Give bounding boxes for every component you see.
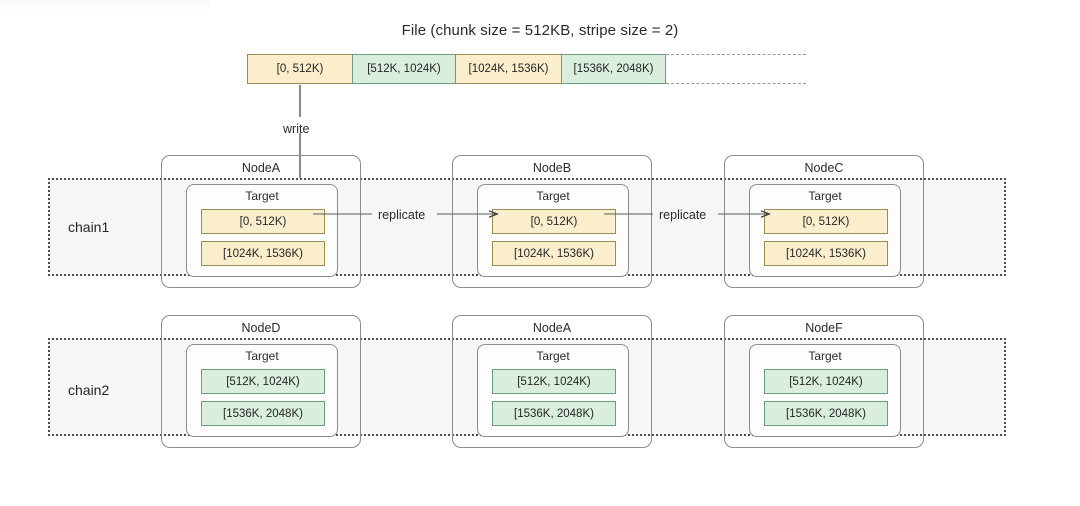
file-title: File (chunk size = 512KB, stripe size = …: [401, 22, 679, 39]
file-chunk-3: [1536K, 2048K): [561, 54, 666, 84]
chunk-slot-0: [512K, 1024K): [764, 369, 888, 394]
replicate-label-1: replicate: [374, 208, 430, 222]
target-box: Target [512K, 1024K) [1536K, 2048K): [749, 344, 901, 437]
target-title: Target: [245, 349, 279, 363]
chunk-slot-1: [1536K, 2048K): [492, 401, 616, 426]
node-title: NodeA: [532, 321, 572, 335]
target-title: Target: [536, 349, 570, 363]
chain2-label: chain2: [68, 382, 110, 398]
target-title: Target: [808, 349, 842, 363]
file-chunk-0: [0, 512K): [247, 54, 352, 84]
target-box: Target [0, 512K) [1024K, 1536K): [186, 184, 338, 277]
node-title: NodeC: [804, 161, 844, 175]
write-label: write: [283, 122, 310, 136]
target-box: Target [512K, 1024K) [1536K, 2048K): [186, 344, 338, 437]
node-title: NodeB: [532, 161, 572, 175]
node-box-chain1-NodeA-0: NodeA Target [0, 512K) [1024K, 1536K): [161, 155, 361, 288]
target-box: Target [512K, 1024K) [1536K, 2048K): [477, 344, 629, 437]
file-continuation-dashes: [666, 54, 806, 84]
node-box-chain1-NodeB-1: NodeB Target [0, 512K) [1024K, 1536K): [452, 155, 652, 288]
node-title: NodeD: [241, 321, 281, 335]
file-chunk-strip: [0, 512K)[512K, 1024K)[1024K, 1536K)[153…: [247, 54, 666, 84]
target-box: Target [0, 512K) [1024K, 1536K): [477, 184, 629, 277]
chunk-slot-0: [512K, 1024K): [492, 369, 616, 394]
replicate-label-2: replicate: [655, 208, 711, 222]
chain1-label: chain1: [68, 219, 110, 235]
top-wash-band: [0, 0, 210, 12]
node-box-chain2-NodeF-2: NodeF Target [512K, 1024K) [1536K, 2048K): [724, 315, 924, 448]
node-title: NodeF: [805, 321, 843, 335]
target-box: Target [0, 512K) [1024K, 1536K): [749, 184, 901, 277]
node-box-chain2-NodeD-0: NodeD Target [512K, 1024K) [1536K, 2048K): [161, 315, 361, 448]
node-box-chain1-NodeC-2: NodeC Target [0, 512K) [1024K, 1536K): [724, 155, 924, 288]
chunk-slot-0: [0, 512K): [201, 209, 325, 234]
node-box-chain2-NodeA-1: NodeA Target [512K, 1024K) [1536K, 2048K): [452, 315, 652, 448]
chunk-slot-1: [1536K, 2048K): [764, 401, 888, 426]
chunk-slot-0: [0, 512K): [492, 209, 616, 234]
chunk-slot-1: [1024K, 1536K): [764, 241, 888, 266]
file-chunk-1: [512K, 1024K): [352, 54, 455, 84]
target-title: Target: [536, 189, 570, 203]
chunk-slot-1: [1536K, 2048K): [201, 401, 325, 426]
file-chunk-2: [1024K, 1536K): [455, 54, 561, 84]
target-title: Target: [245, 189, 279, 203]
chunk-slot-0: [512K, 1024K): [201, 369, 325, 394]
chunk-slot-1: [1024K, 1536K): [201, 241, 325, 266]
chunk-slot-0: [0, 512K): [764, 209, 888, 234]
node-title: NodeA: [241, 161, 281, 175]
chunk-slot-1: [1024K, 1536K): [492, 241, 616, 266]
target-title: Target: [808, 189, 842, 203]
